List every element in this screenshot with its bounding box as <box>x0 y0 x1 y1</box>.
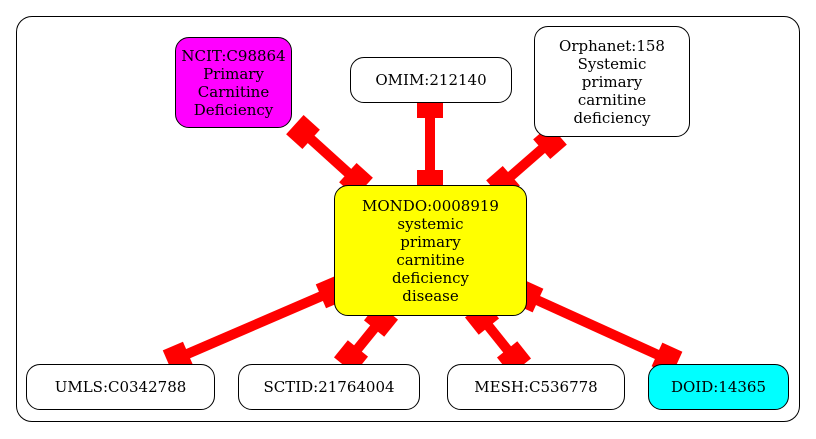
edge-umls <box>176 287 333 363</box>
node-sctid-21764004: SCTID:21764004 <box>238 364 420 410</box>
node-doid-14365: DOID:14365 <box>648 364 789 410</box>
edge-ncit <box>299 128 360 184</box>
node-umls-c0342788: UMLS:C0342788 <box>26 364 215 410</box>
node-orphanet-158: Orphanet:158 Systemic primary carnitine … <box>534 26 690 137</box>
node-ncit-c98864: NCIT:C98864 Primary Carnitine Deficiency <box>175 37 292 128</box>
node-mondo-0008919: MONDO:0008919 systemic primary carnitine… <box>334 185 527 316</box>
edge-doid <box>525 291 670 364</box>
node-omim-212140: OMIM:212140 <box>350 57 512 103</box>
node-mesh-c536778: MESH:C536778 <box>447 364 625 410</box>
edge-ncit-tail-marker <box>286 114 320 150</box>
